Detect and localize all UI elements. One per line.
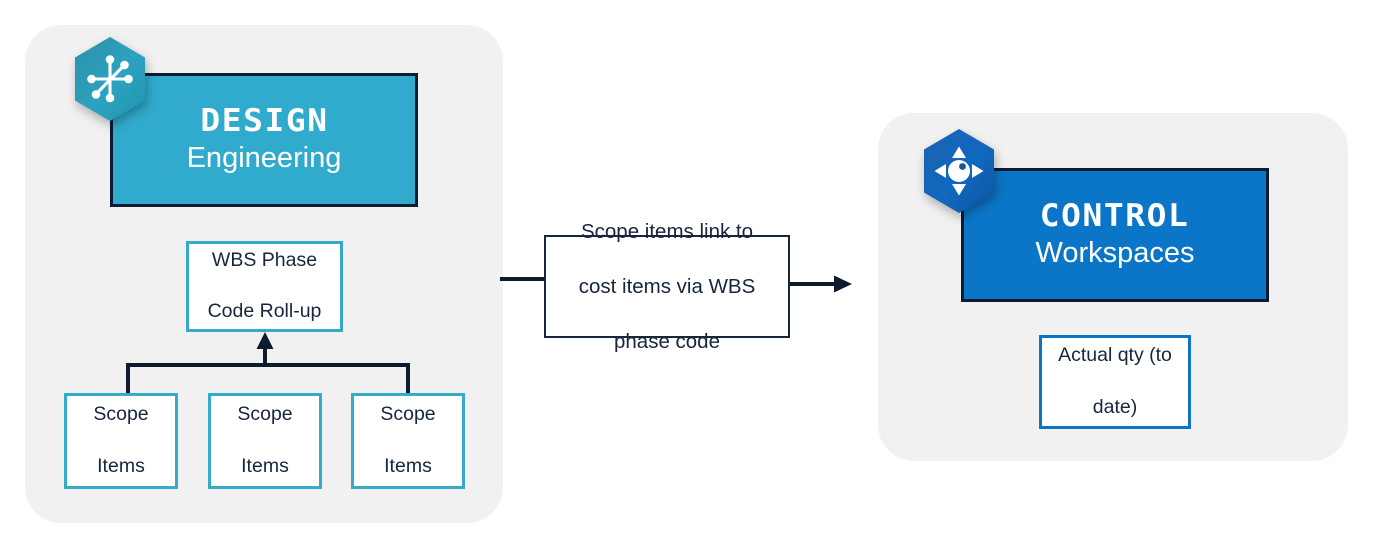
scope-box-line1: Scope bbox=[237, 403, 293, 426]
actual-qty-box: Actual qty (to date) bbox=[1039, 335, 1191, 429]
scope-box-line2: Items bbox=[97, 454, 145, 477]
design-product-subtitle: Engineering bbox=[186, 142, 342, 175]
control-product-card: CONTROL Workspaces bbox=[961, 168, 1269, 302]
scope-box-line2: Items bbox=[241, 454, 289, 477]
control-product-subtitle: Workspaces bbox=[1035, 237, 1195, 270]
link-label-line2: cost items via WBS bbox=[578, 274, 756, 298]
actual-box-line1: Actual qty (to bbox=[1058, 344, 1172, 367]
scope-items-box: Scope Items bbox=[64, 393, 178, 489]
wbs-box-line1: WBS Phase bbox=[211, 248, 318, 271]
actual-box-line2: date) bbox=[1092, 395, 1138, 418]
link-label-line1: Scope items link to bbox=[580, 219, 754, 243]
design-node-hexagon-icon bbox=[72, 36, 148, 122]
control-product-name: CONTROL bbox=[1040, 198, 1190, 235]
wbs-phase-code-rollup-box: WBS Phase Code Roll-up bbox=[186, 241, 343, 332]
connector-arrow-right bbox=[786, 275, 852, 293]
scope-cost-link-label-box: Scope items link to cost items via WBS p… bbox=[544, 220, 790, 353]
wbs-box-line2: Code Roll-up bbox=[207, 300, 322, 323]
scope-items-box: Scope Items bbox=[351, 393, 465, 489]
link-label-line3: phase code bbox=[613, 329, 720, 353]
design-product-name: DESIGN bbox=[199, 103, 329, 140]
control-dpad-hexagon-icon bbox=[921, 128, 997, 214]
scope-to-wbs-tree-connector bbox=[126, 332, 410, 393]
design-product-card: DESIGN Engineering bbox=[110, 73, 418, 207]
scope-box-line1: Scope bbox=[93, 403, 149, 426]
connector-line-left bbox=[500, 277, 546, 281]
scope-box-line1: Scope bbox=[380, 403, 436, 426]
scope-box-line2: Items bbox=[384, 454, 432, 477]
scope-items-box: Scope Items bbox=[208, 393, 322, 489]
